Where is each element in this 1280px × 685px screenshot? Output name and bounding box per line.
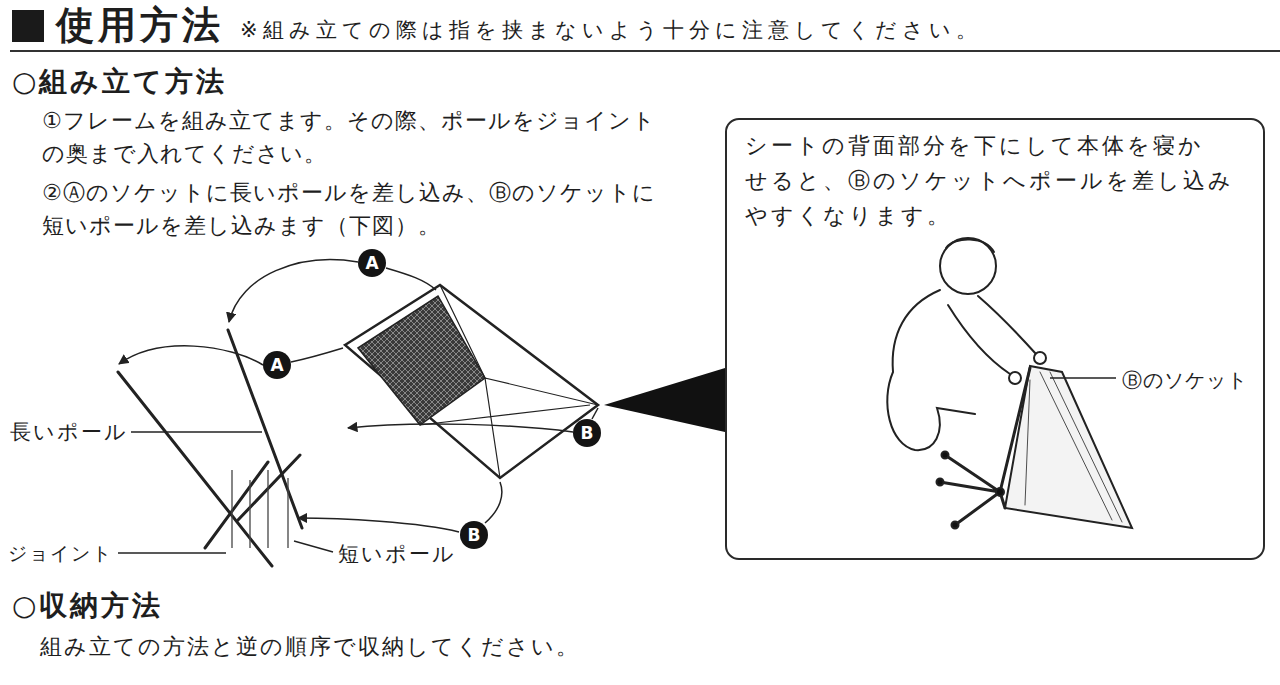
callout-letter: B [460, 521, 488, 549]
page-title: 使用方法 [56, 2, 224, 48]
callout-letter: A [263, 351, 291, 379]
callout-letter: A [358, 249, 386, 277]
body-text: 組み立ての方法と逆の順序で収納してください。 [40, 632, 580, 662]
chair-on-side [937, 366, 1133, 529]
part-name: 短いポール [338, 540, 456, 568]
chair-frame [118, 330, 302, 566]
tip-text: シートの背面部分を下にして本体を寝か せると、Ⓑのソケットへポールを差し込み や… [745, 128, 1235, 233]
part-name: Ⓑのソケット [1122, 367, 1248, 393]
shock-cords [232, 470, 288, 548]
safety-note: ※組み立ての際は指を挟まないよう十分に注意してください。 [240, 16, 982, 44]
leader-lines [118, 432, 333, 553]
zoom-wedge [604, 368, 725, 432]
heading-square [12, 10, 44, 42]
callout-letter: B [573, 419, 601, 447]
socket-leader [1050, 377, 1116, 378]
chair-seat [345, 285, 598, 478]
step-text: ①フレームを組み立てます。その際、ポールをジョイント の奥まで入れてください。 [42, 104, 702, 170]
section-heading: ○収納方法 [12, 588, 163, 624]
part-name: 長いポール [10, 418, 128, 446]
part-name: ジョイント [8, 540, 113, 566]
callout-curves [119, 260, 598, 532]
step-text: ②Ⓐのソケットに長いポールを差し込み、Ⓑのソケットに 短いポールを差し込みます（… [42, 176, 702, 242]
heading-rule [10, 50, 1280, 52]
section-heading: ○組み立て方法 [12, 64, 227, 100]
tip-panel: シートの背面部分を下にして本体を寝か せると、Ⓑのソケットへポールを差し込み や… [725, 118, 1265, 560]
